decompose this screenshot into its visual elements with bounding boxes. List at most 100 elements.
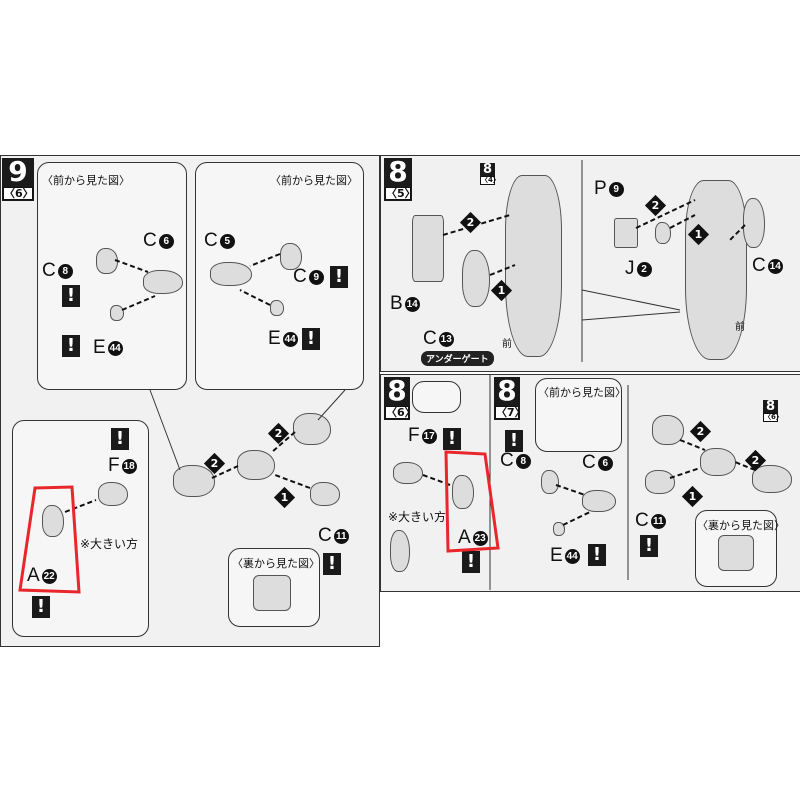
assembly-arrow <box>271 431 296 453</box>
warning-icon: ! <box>443 428 461 450</box>
leader-line <box>317 389 346 421</box>
step-8-6-badge: 8 〈6〉 <box>384 374 416 420</box>
warning-icon: ! <box>323 553 341 575</box>
part-c9 <box>280 243 302 270</box>
assembly-arrow <box>562 511 591 526</box>
assembly-arrow <box>679 439 706 451</box>
front-view-callout <box>535 378 622 452</box>
step-8-7-badge: 8 〈7〉 <box>494 374 526 420</box>
front-view-label: 〈前から見た図〉 <box>538 386 626 399</box>
assembly-arrow <box>249 253 281 267</box>
step-9-badge: 9 〈6〉 <box>2 158 34 201</box>
step-number: 9 <box>8 155 28 188</box>
step-number: 8 <box>497 374 517 407</box>
part-right-armor <box>752 465 792 493</box>
part-f18 <box>98 482 128 506</box>
leader-line <box>581 289 681 311</box>
part-a-detail <box>390 530 410 572</box>
part-e44 <box>110 305 124 321</box>
assembly-arrow <box>635 199 696 229</box>
callout <box>412 381 461 413</box>
larger-side-note: ※大きい方 <box>388 510 447 524</box>
assembly-arrow <box>669 467 701 479</box>
warning-icon: ! <box>32 596 50 618</box>
step-sub: 〈5〉 <box>385 187 416 200</box>
part-f17 <box>393 462 423 484</box>
part-a23 <box>452 475 474 509</box>
back-view-part <box>718 535 754 571</box>
front-direction-label: 前 <box>502 339 512 350</box>
front-direction-label: 前 <box>735 322 745 333</box>
larger-side-note: ※大きい方 <box>80 537 139 551</box>
step-sub: 〈6〉 <box>3 187 34 200</box>
part-left-armor <box>173 465 215 497</box>
front-view-label: 〈前から見た図〉 <box>42 174 130 187</box>
assembly-arrow <box>274 474 311 489</box>
part-j2 <box>655 222 671 244</box>
part-c6 <box>143 270 183 294</box>
part-p9 <box>614 218 638 248</box>
part-b14 <box>412 215 444 282</box>
step-8-badge: 8 〈5〉 <box>384 158 416 201</box>
assembly-arrow <box>239 289 271 306</box>
part-c11 <box>645 470 675 494</box>
warning-icon: ! <box>640 535 658 557</box>
part-left-armor <box>652 415 684 445</box>
undergate-label: アンダーゲート <box>421 351 494 366</box>
back-view-part <box>253 575 291 611</box>
step-number: 8 <box>387 374 407 407</box>
assembly-arrow <box>64 499 97 513</box>
warning-icon: ! <box>505 430 523 452</box>
warning-icon: ! <box>302 328 320 350</box>
part-e44 <box>270 300 284 316</box>
step-sub: 〈6〉 <box>385 406 416 419</box>
assembly-arrow <box>489 264 516 276</box>
leg-assembly <box>685 180 747 360</box>
highlight-box <box>18 485 81 594</box>
part-c5 <box>210 262 252 286</box>
assembly-arrow <box>734 461 756 471</box>
part-e44 <box>553 522 565 536</box>
warning-icon: ! <box>62 285 80 307</box>
assembly-arrow <box>121 295 156 311</box>
warning-icon: ! <box>62 335 80 357</box>
part-c14 <box>743 198 765 248</box>
part-c6 <box>582 490 616 512</box>
leader-line <box>581 311 681 321</box>
body-joint <box>237 450 275 480</box>
assembly-arrow <box>669 214 696 229</box>
part-c13 <box>462 250 490 307</box>
part-right-armor <box>293 413 331 445</box>
back-view-label: 〈裏から見た図〉 <box>697 519 785 532</box>
part-c11 <box>310 482 340 506</box>
part-c8 <box>541 470 559 494</box>
warning-icon: ! <box>588 544 606 566</box>
ref-step-badge: 8 〈4〉 <box>480 163 500 185</box>
step-sub: 〈6〉 <box>763 413 783 422</box>
warning-icon: ! <box>111 428 129 450</box>
leader-line <box>149 389 181 471</box>
assembly-arrow <box>729 224 746 241</box>
highlight-box <box>444 450 500 553</box>
assembly-arrow <box>114 259 149 273</box>
warning-icon: ! <box>462 551 480 573</box>
